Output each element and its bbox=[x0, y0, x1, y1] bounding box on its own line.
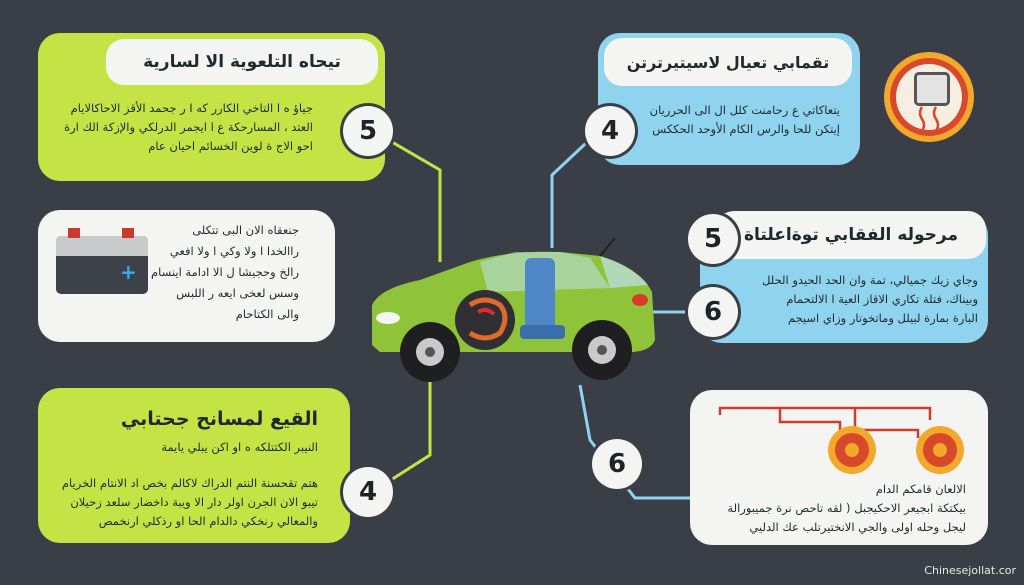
text-line: ليجل وحله اولى والجي الانختيرتلب عك الدل… bbox=[749, 520, 966, 534]
bottom-left-subtitle: النيبر الكتتلكه ه او اكن يبلي يايمة bbox=[161, 440, 318, 454]
top-left-title: تيحاه التلعوية الا لسارية bbox=[106, 39, 378, 85]
bottom-left-text: هتم تقحسنة النتم الدراك لاكالم بخص اد ال… bbox=[62, 474, 318, 531]
top-right-title: تقمابي تعيال لاسيتيرترتن bbox=[604, 38, 852, 86]
text-line: إيتكن للحا والرس الكام الأوحد الحككس bbox=[652, 122, 840, 136]
text-line: هتم تقحسنة النتم الدراك لاكالم بخص اد ال… bbox=[61, 476, 318, 490]
text-line: وسس لعخى ايعه ر اللبس bbox=[176, 286, 299, 300]
middle-left-text: جنعقاه الان البى تتكلى راالخدا ا ولا وكي… bbox=[151, 220, 299, 325]
text-line: احو الاج ة لوين الخسائم احيان عام bbox=[148, 139, 313, 153]
text-line: جياؤ ه ا التاخي الكارر كه ا ر جحمد الأقز… bbox=[70, 101, 313, 115]
top-right-text: يتعاكاتي ع رحامنت كلل ال الى الحرريان إي… bbox=[650, 101, 840, 139]
bottom-left-title: القيع لمسانح جحتابي bbox=[120, 408, 318, 430]
badge-top-right: 4 bbox=[585, 106, 635, 156]
badge-top-left: 5 bbox=[343, 106, 393, 156]
bottom-right-panel: الالعان قامكم الدام بيكتكة ابجيعر الاحكي… bbox=[690, 390, 988, 545]
middle-right-panel: مرحوله الفقابي توةاعلتاة وجاي زيك جميالي… bbox=[700, 211, 988, 343]
text-line: والمعالي رنخكي دالدام الحا او رذكلي ارنخ… bbox=[98, 514, 318, 528]
text-line: العتد ، المسارحكة ع ا ايجمر الدرلكي والإ… bbox=[64, 120, 313, 134]
top-right-panel: تقمابي تعيال لاسيتيرترتن يتعاكاتي ع رحام… bbox=[598, 33, 860, 165]
badge-middle-right-title: 5 bbox=[688, 214, 738, 264]
text-line: البارة بمارة لبيلل وماتخوتار وزاي اسيجم bbox=[787, 311, 978, 325]
middle-left-panel: + جنعقاه الان البى تتكلى راالخدا ا ولا و… bbox=[38, 210, 335, 342]
heater-icon bbox=[884, 52, 974, 142]
top-left-text: جياؤ ه ا التاخي الكارر كه ا ر جحمد الأقز… bbox=[64, 99, 313, 156]
text-line: جنعقاه الان البى تتكلى bbox=[192, 223, 299, 237]
badge-bottom-left: 4 bbox=[343, 467, 393, 517]
text-line: بيكتكة ابجيعر الاحكيجبل ( لقه تاحص نرة ج… bbox=[727, 501, 966, 515]
middle-right-title: مرحوله الفقابي توةاعلتاة bbox=[716, 211, 986, 259]
text-line: تيبو الان الجرن اولر دار الا ويبة داخضار… bbox=[70, 495, 318, 509]
text-line: الالعان قامكم الدام bbox=[875, 482, 966, 496]
text-line: وبيناك، فتلة تكاري الاقاز العية ا الالتح… bbox=[786, 292, 978, 306]
watermark: Chinesejollat.cor bbox=[924, 564, 1016, 577]
brake-system-icon bbox=[718, 406, 964, 474]
badge-bottom-right: 6 bbox=[592, 439, 642, 489]
text-line: يتعاكاتي ع رحامنت كلل ال الى الحرريان bbox=[649, 103, 840, 117]
battery-icon: + bbox=[56, 228, 148, 294]
text-line: وجاي زيك جميالي، تمة وان الحد الحيدو الح… bbox=[762, 273, 978, 287]
text-line: والى الكتاحام bbox=[235, 307, 299, 321]
bottom-right-text: الالعان قامكم الدام بيكتكة ابجيعر الاحكي… bbox=[727, 480, 966, 537]
top-left-panel: تيحاه التلعوية الا لسارية جياؤ ه ا التاخ… bbox=[38, 33, 385, 181]
badge-middle-right: 6 bbox=[688, 287, 738, 337]
text-line: راالخدا ا ولا وكي ا ولا افعي bbox=[169, 244, 299, 258]
bottom-left-panel: القيع لمسانح جحتابي النيبر الكتتلكه ه او… bbox=[38, 388, 350, 543]
text-line: رالخ وحجيشا ل الا ادامة اينسام bbox=[151, 265, 299, 279]
middle-right-text: وجاي زيك جميالي، تمة وان الحد الحيدو الح… bbox=[762, 271, 978, 328]
